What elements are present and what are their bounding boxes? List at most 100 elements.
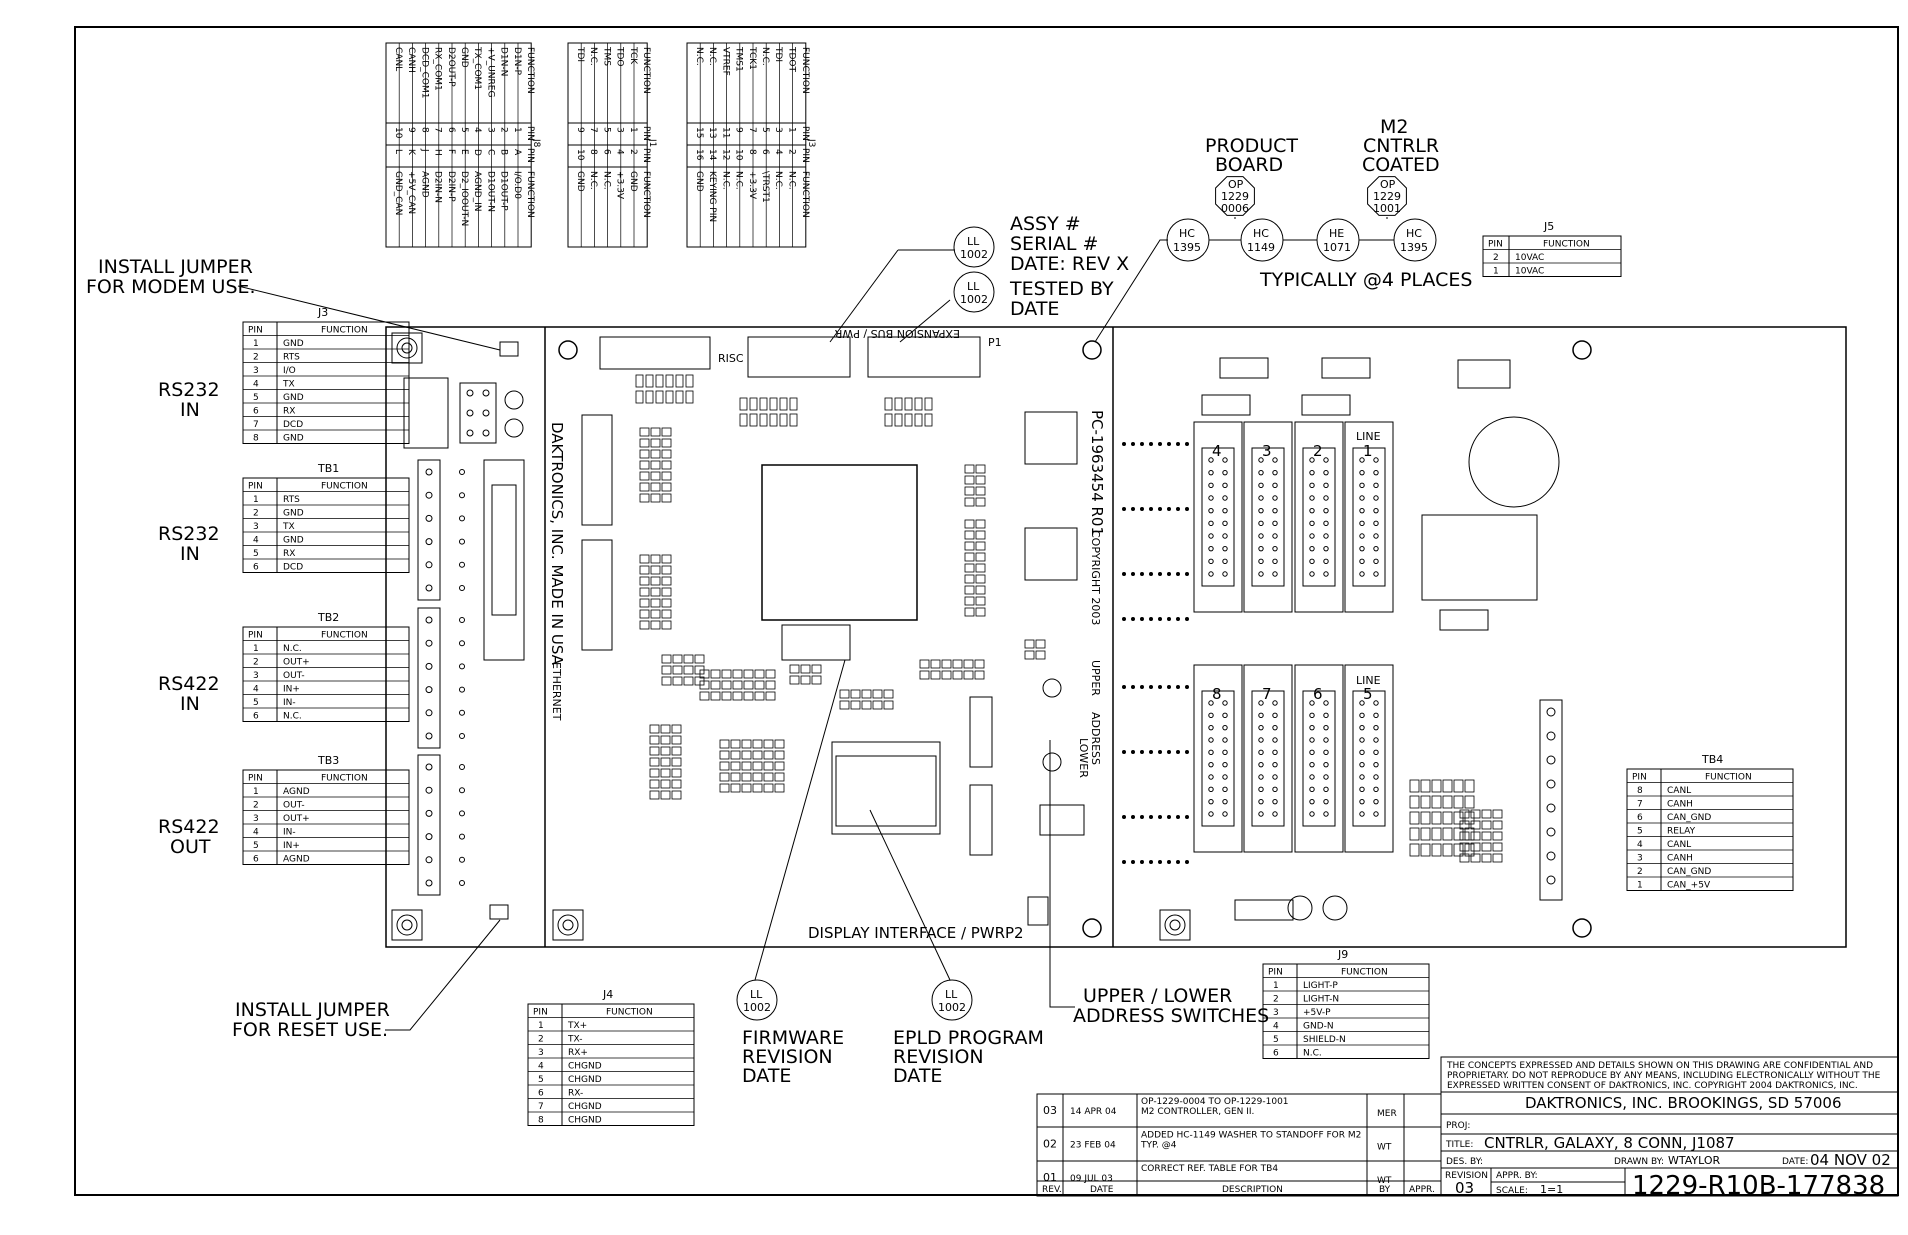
svg-text:FOR RESET USE.: FOR RESET USE. xyxy=(232,1019,388,1041)
proj-label: PROJ: xyxy=(1446,1121,1470,1131)
line-label-5: LINE xyxy=(1356,674,1381,687)
des-by-label: DES. BY: xyxy=(1446,1157,1483,1167)
table-row: N.C. xyxy=(588,47,598,66)
j4-table-title: J4 xyxy=(602,988,613,1001)
fiducial xyxy=(552,909,584,941)
p2-label: P2 xyxy=(1005,924,1024,942)
table-row: N.C. xyxy=(773,171,783,190)
table-row: 3 xyxy=(538,1048,544,1058)
table-row: 3 xyxy=(253,814,259,824)
ribbon-socket xyxy=(1193,421,1243,613)
table-row: CAN_+5V xyxy=(1667,881,1711,891)
table-row: GND xyxy=(283,339,304,349)
table-row: GND_CAN xyxy=(393,171,403,215)
table-row: 5 xyxy=(1273,1035,1279,1045)
callout-firmware: FIRMWARE REVISION DATE xyxy=(742,659,846,1087)
table-row: 1 xyxy=(253,644,259,654)
table-row: 2 xyxy=(253,509,259,519)
table-row: DCD xyxy=(283,420,303,430)
table-row: 1 xyxy=(628,127,638,133)
table-row: GND xyxy=(283,393,304,403)
table-row: 11 xyxy=(720,127,730,138)
table-row: IN+ xyxy=(283,841,300,851)
table-row: N.C. xyxy=(588,171,598,190)
table-row: +3.3V xyxy=(747,171,757,200)
table-row: 2 xyxy=(1637,867,1643,877)
svg-text:EPLD PROGRAM: EPLD PROGRAM xyxy=(893,1027,1044,1049)
svg-text:FUNCTION: FUNCTION xyxy=(525,47,535,94)
table-row: 4 xyxy=(773,149,783,155)
table-row: 5 xyxy=(253,698,259,708)
svg-text:1071: 1071 xyxy=(1323,241,1351,254)
table-row: H xyxy=(433,149,443,156)
table-row: OUT+ xyxy=(283,658,310,668)
svg-text:09 JUL 03: 09 JUL 03 xyxy=(1070,1174,1113,1184)
table-row: 6 xyxy=(601,149,611,155)
svg-text:RS232: RS232 xyxy=(158,523,220,545)
j1-table-title: J1 xyxy=(647,138,657,147)
svg-text:PIN: PIN xyxy=(1488,240,1503,250)
table-row: \TRST1 xyxy=(760,171,770,203)
table-row: 10VAC xyxy=(1515,253,1544,263)
table-row: 7 xyxy=(253,420,259,430)
svg-text:WT: WT xyxy=(1377,1143,1392,1153)
table-row: GND xyxy=(575,171,585,192)
table-row: 8 xyxy=(747,149,757,155)
svg-text:FUNCTION: FUNCTION xyxy=(321,482,368,492)
table-row: 6 xyxy=(253,855,259,865)
table-row: 6 xyxy=(1273,1049,1279,1059)
socket-number-label: 3 xyxy=(1262,442,1272,460)
table-row: 6 xyxy=(1637,813,1643,823)
table-row: RX+ xyxy=(568,1048,588,1058)
j3-table-title: J3 xyxy=(317,306,328,319)
svg-text:BOARD: BOARD xyxy=(1215,154,1283,176)
socket-number-label: 6 xyxy=(1313,685,1323,703)
table-row: OUT- xyxy=(283,801,305,811)
ribbon-socket xyxy=(1344,664,1394,853)
svg-text:IN: IN xyxy=(180,543,200,565)
table-row: 5 xyxy=(253,841,259,851)
svg-text:14 APR 04: 14 APR 04 xyxy=(1070,1107,1117,1117)
table-row: TMS xyxy=(601,46,611,66)
revision-value: 03 xyxy=(1455,1179,1474,1197)
table-row: D2OUT-P xyxy=(446,47,456,87)
drawing-border xyxy=(74,26,1899,1196)
table-row: A xyxy=(512,149,522,156)
j8-table-title: J8 xyxy=(531,138,541,148)
table-row: 9 xyxy=(575,127,585,133)
table-row: 3 xyxy=(253,522,259,532)
table-row: 9 xyxy=(734,127,744,133)
table-row: 8 xyxy=(253,434,259,444)
scale-value: 1=1 xyxy=(1540,1183,1563,1196)
svg-text:02: 02 xyxy=(1043,1138,1057,1151)
title-block: THE CONCEPTS EXPRESSED AND DETAILS SHOWN… xyxy=(1440,1056,1899,1201)
board-part: PC-1963454 R01 xyxy=(1088,410,1106,536)
drawing-number: 1229-R10B-177838 xyxy=(1632,1171,1885,1201)
table-row: 2 xyxy=(1273,995,1279,1005)
table-row: K xyxy=(406,149,416,156)
title-label: TITLE: xyxy=(1445,1140,1473,1150)
svg-text:DATE: DATE xyxy=(1010,298,1059,320)
appr-by-label: APPR. BY: xyxy=(1496,1171,1538,1181)
table-row: 4 xyxy=(253,380,259,390)
svg-text:HC: HC xyxy=(1179,227,1195,240)
table-row: TDI xyxy=(575,46,585,62)
side-label-rs232-in-2: RS232 IN xyxy=(158,523,220,565)
side-label-rs422-out: RS422 OUT xyxy=(158,816,220,858)
svg-text:PIN: PIN xyxy=(525,148,535,163)
svg-text:HE: HE xyxy=(1329,227,1344,240)
svg-text:UPPER / LOWER: UPPER / LOWER xyxy=(1083,985,1232,1007)
svg-text:PIN: PIN xyxy=(800,126,810,141)
table-row: TX xyxy=(282,522,295,532)
tb4-table-title: TB4 xyxy=(1701,753,1723,766)
risc-connector xyxy=(599,336,711,370)
table-row: 2 xyxy=(499,127,509,133)
table-row: DCD_COM1 xyxy=(419,47,429,99)
table-row: 10 xyxy=(575,149,585,161)
callout-modem: INSTALL JUMPER FOR MODEM USE. xyxy=(86,256,519,357)
